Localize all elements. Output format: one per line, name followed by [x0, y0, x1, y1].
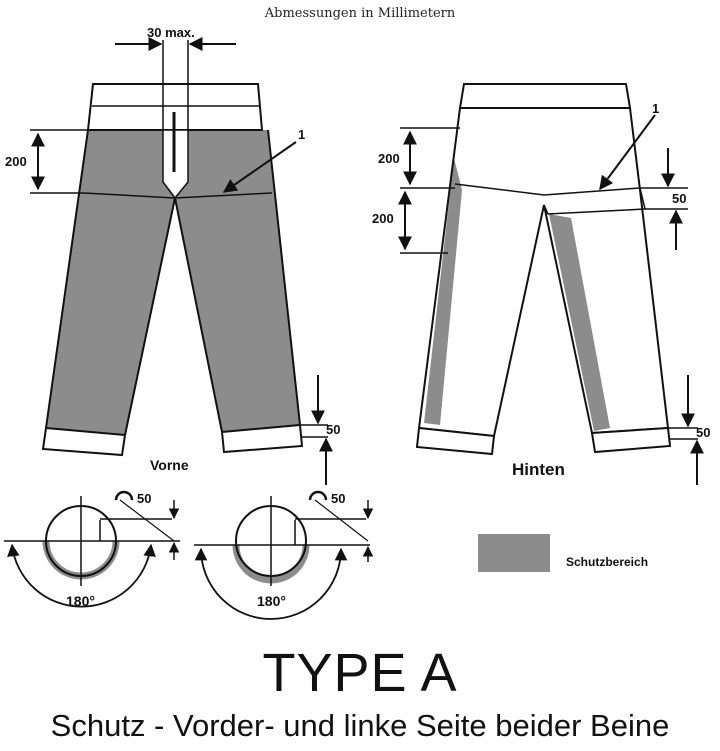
section-left-50-label: 50	[137, 491, 151, 506]
front-callout-number: 1	[298, 127, 305, 142]
front-200-label: 200	[5, 154, 27, 169]
back-left-cuff	[415, 426, 496, 456]
back-callout-number: 1	[652, 101, 659, 116]
front-trousers	[41, 83, 304, 457]
legend: Schutzbereich	[478, 534, 648, 572]
front-callout: 1	[222, 127, 305, 193]
back-label: Hinten	[512, 460, 565, 479]
legend-swatch	[478, 534, 550, 572]
front-left-cuff	[41, 426, 127, 457]
section-right-angle-label: 180°	[257, 593, 286, 609]
back-yoke-dimension: 50	[640, 148, 688, 250]
section-left-angle-label: 180°	[66, 593, 95, 609]
back-upper-200-label: 200	[378, 151, 400, 166]
back-hem-50-label: 50	[696, 425, 710, 440]
back-200-dimensions: 200 200	[372, 127, 460, 254]
cross-section-right: 50 180°	[194, 490, 374, 620]
back-lower-200-label: 200	[372, 211, 394, 226]
front-label: Vorne	[150, 457, 189, 473]
front-200-dimension: 200	[5, 129, 88, 194]
back-hem-dimension: 50	[668, 375, 710, 485]
front-protection-area	[46, 130, 300, 435]
type-title: TYPE A	[262, 643, 458, 703]
back-trousers	[415, 83, 672, 456]
back-callout: 1	[599, 101, 659, 191]
back-waistband	[458, 83, 632, 109]
legend-label: Schutzbereich	[566, 555, 648, 569]
back-left-leg-protection	[424, 158, 462, 425]
front-hem-50-label: 50	[326, 422, 340, 437]
waist-max-label: 30 max.	[147, 25, 195, 40]
back-yoke-50-label: 50	[672, 191, 686, 206]
front-right-cuff	[220, 423, 304, 454]
waist-dimension: 30 max.	[115, 25, 236, 130]
section-right-50-label: 50	[331, 491, 345, 506]
dimensions-note: Abmessungen in Millimetern	[264, 6, 456, 21]
back-right-cuff	[590, 426, 672, 454]
protection-caption: Schutz - Vorder- und linke Seite beider …	[50, 708, 670, 743]
back-right-leg-protection	[549, 214, 610, 431]
front-hem-dimension: 50	[300, 375, 340, 485]
front-waistband	[86, 83, 264, 131]
cross-section-left: 50 180°	[4, 490, 180, 609]
